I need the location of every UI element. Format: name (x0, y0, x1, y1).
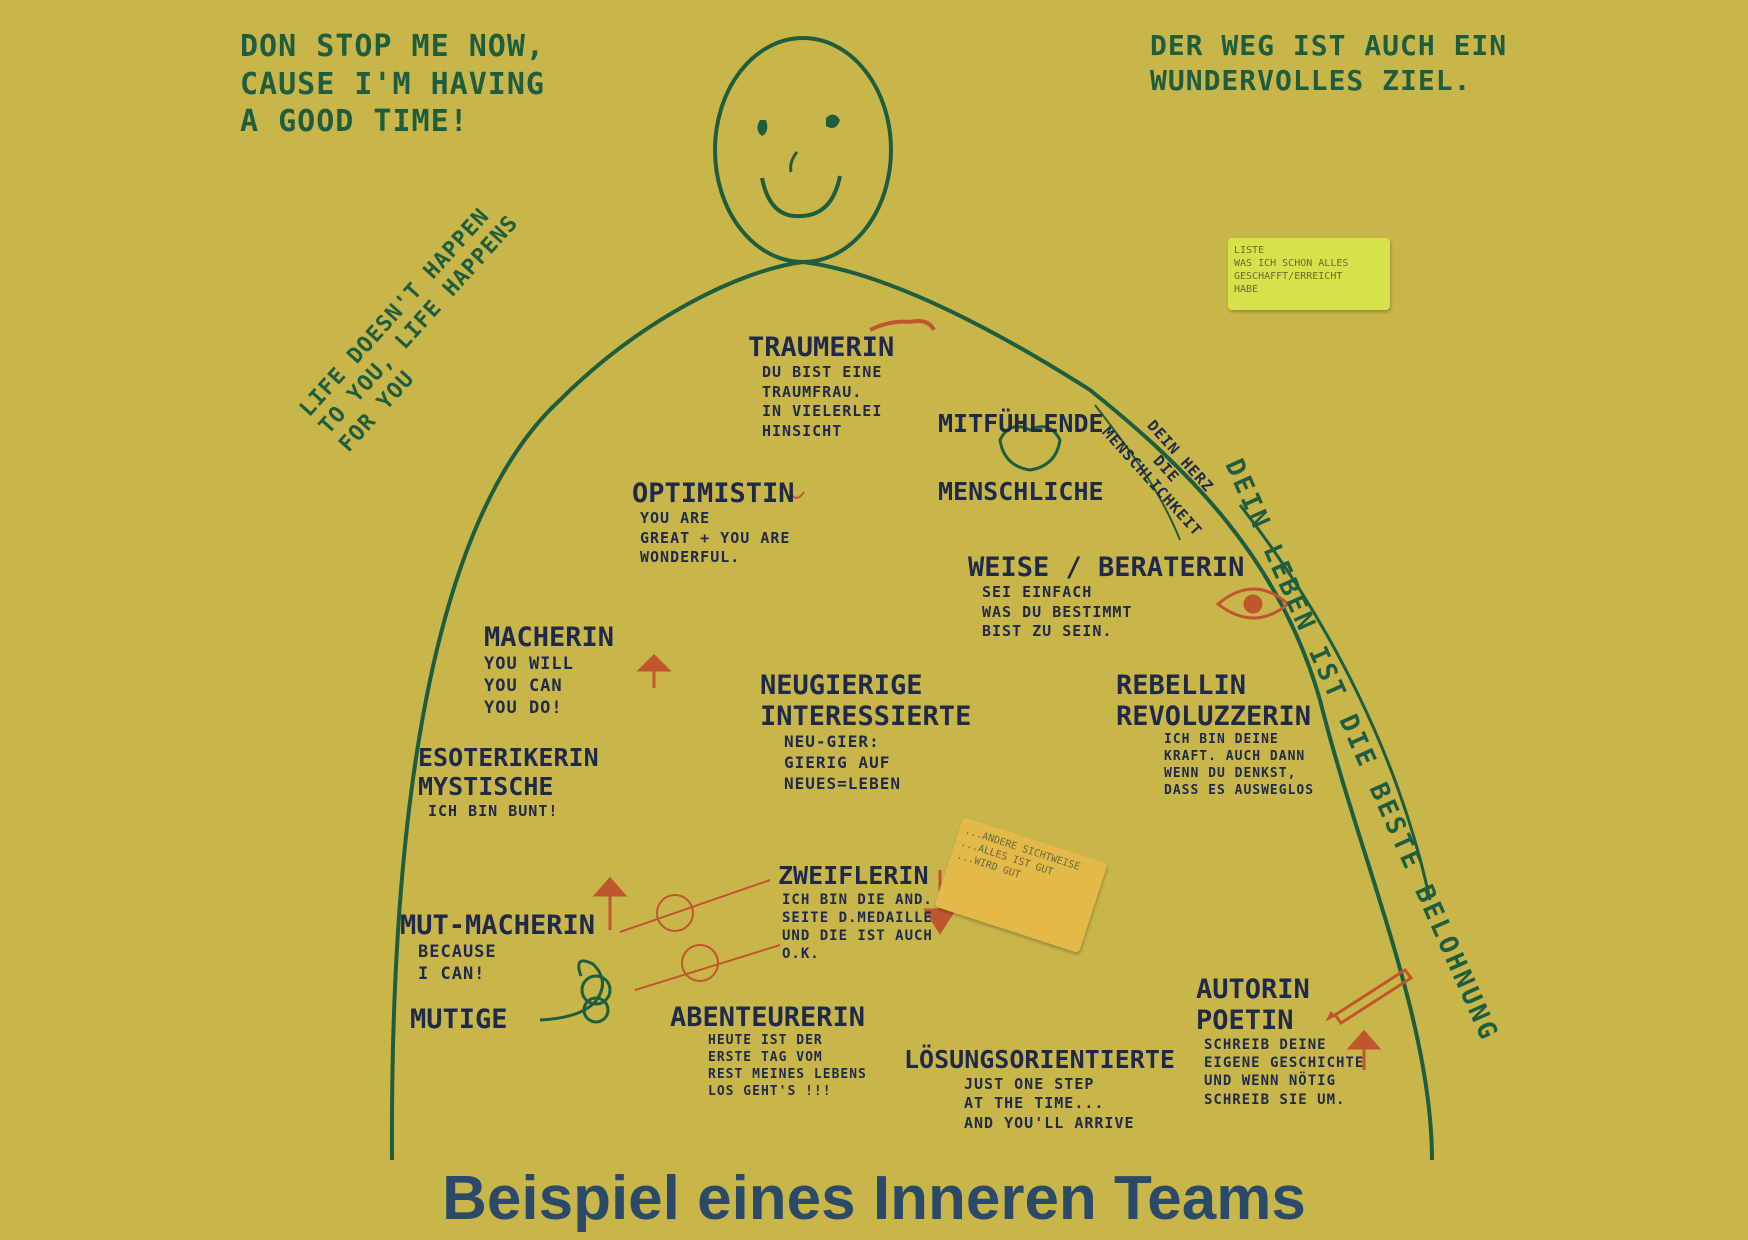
member-title: OPTIMISTIN (632, 478, 795, 509)
right-eye (826, 114, 840, 128)
member-text: ICH BIN BUNT! (428, 801, 559, 820)
member-optimistin: OPTIMISTIN YOU ARE GREAT + YOU ARE WONDE… (632, 478, 795, 568)
quote-dont-stop: DON STOP ME NOW, CAUSE I'M HAVING A GOOD… (240, 29, 545, 139)
member-text: SCHREIB DEINE EIGENE GESCHICHTE UND WENN… (1204, 1037, 1365, 1108)
member-macherin: MACHERIN YOU WILL YOU CAN YOU DO! (484, 622, 614, 719)
member-title: AUTORIN POETIN (1196, 974, 1310, 1037)
member-mutmacherin: MUT-MACHERIN BECAUSE I CAN! (400, 910, 595, 985)
member-title: MUT-MACHERIN (400, 910, 596, 941)
arrow-up-icon (636, 653, 672, 688)
inner-team-figure (389, 36, 1434, 1160)
sticky-note-green: LISTE WAS ICH SCHON ALLES GESCHAFFT/ERRE… (1228, 238, 1390, 310)
page-title: Beispiel eines Inneren Teams (442, 1164, 1306, 1233)
quote-weg: DER WEG IST AUCH EIN WUNDERVOLLES ZIEL. (1150, 29, 1508, 97)
left-eye (757, 120, 768, 136)
member-title: ABENTEURERIN (670, 1002, 866, 1033)
heart-line (1094, 404, 1181, 541)
member-text: YOU WILL YOU CAN YOU DO! (484, 654, 574, 719)
inner-right-line (1238, 504, 1432, 901)
member-title: MUTIGE (410, 1004, 508, 1035)
head-outline (713, 36, 893, 264)
member-menschliche: MENSCHLICHE (938, 477, 1104, 507)
member-mutige: MUTIGE (410, 1004, 508, 1035)
member-text: HEUTE IST DER ERSTE TAG VOM REST MEINES … (708, 1033, 867, 1099)
member-text: BECAUSE I CAN! (418, 942, 497, 985)
member-text: ICH BIN DIE AND. SEITE D.MEDAILLE UND DI… (782, 891, 933, 963)
member-title: LÖSUNGSORIENTIERTE (904, 1045, 1175, 1074)
member-rebellin: REBELLIN REVOLUZZERIN ICH BIN DEINE KRAF… (1116, 670, 1314, 800)
member-zweiflerin: ZWEIFLERIN ICH BIN DIE AND. SEITE D.MEDA… (778, 861, 933, 964)
member-mitfuehlende: MITFÜHLENDE (938, 409, 1104, 439)
member-title: REBELLIN REVOLUZZERIN (1116, 670, 1312, 733)
body-outline (389, 259, 1434, 1160)
member-esoterikerin: ESOTERIKERIN MYSTISCHE ICH BIN BUNT! (418, 743, 599, 821)
member-title: MENSCHLICHE (938, 477, 1104, 506)
member-title: NEUGIERIGE INTERESSIERTE (760, 670, 972, 733)
member-title: MACHERIN (484, 622, 615, 653)
hug-icon (998, 425, 1062, 472)
member-abenteurerin: ABENTEURERIN HEUTE IST DER ERSTE TAG VOM… (670, 1002, 867, 1101)
member-traeumerin: TRAUMERIN DU BIST EINE TRAUMFRAU. IN VIE… (748, 332, 894, 441)
arrow-up-icon (592, 876, 628, 930)
member-title: ZWEIFLERIN (778, 861, 929, 890)
doubt-connector (619, 879, 781, 991)
cloud-scribble (869, 319, 936, 332)
member-text: YOU ARE GREAT + YOU ARE WONDERFUL. (640, 509, 791, 567)
member-title: TRAUMERIN (748, 332, 895, 363)
member-text: NEU-GIER: GIERIG AUF NEUES=LEBEN (784, 732, 901, 793)
member-title: ESOTERIKERIN MYSTISCHE (418, 743, 599, 801)
member-neugierige: NEUGIERIGE INTERESSIERTE NEU-GIER: GIERI… (760, 670, 971, 794)
member-text: SEI EINFACH WAS DU BESTIMMT BIST ZU SEIN… (982, 583, 1133, 641)
knot-icon (539, 959, 612, 1024)
member-weise: WEISE / BERATERIN SEI EINFACH WAS DU BES… (968, 552, 1244, 642)
member-text: DU BIST EINE TRAUMFRAU. IN VIELERLEI HIN… (762, 363, 883, 440)
member-title: MITFÜHLENDE (938, 409, 1104, 438)
member-loesungsorientierte: LÖSUNGSORIENTIERTE JUST ONE STEP AT THE … (904, 1045, 1175, 1133)
member-title: WEISE / BERATERIN (968, 552, 1245, 583)
smile (760, 175, 842, 219)
member-text: ICH BIN DEINE KRAFT. AUCH DANN WENN DU D… (1164, 732, 1315, 798)
nose (789, 151, 799, 173)
eye-icon (1215, 587, 1291, 620)
pencil-icon (1325, 967, 1414, 1026)
member-autorin: AUTORIN POETIN SCHREIB DEINE EIGENE GESC… (1196, 974, 1364, 1109)
smiley-icon (789, 491, 805, 499)
member-text: JUST ONE STEP AT THE TIME... AND YOU'LL … (964, 1074, 1135, 1132)
arrow-up-icon (1346, 1029, 1382, 1070)
